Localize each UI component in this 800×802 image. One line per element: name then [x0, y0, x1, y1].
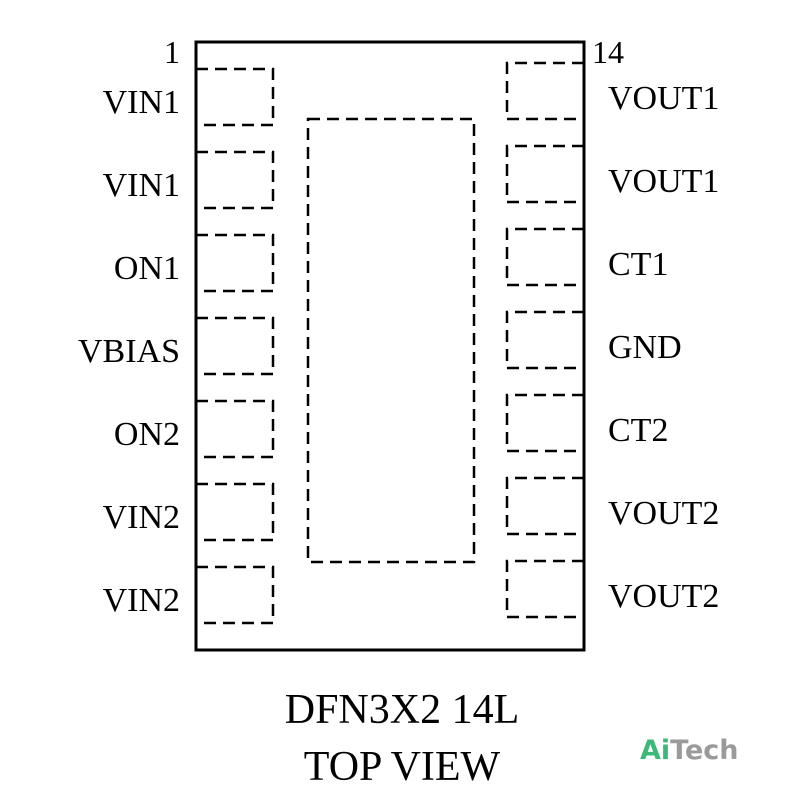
aitech-logo: AiTech	[640, 735, 739, 766]
pin-label-right: VOUT1	[608, 80, 719, 117]
left-pad	[196, 399, 275, 459]
right-pad	[505, 559, 584, 619]
left-pad	[196, 150, 275, 210]
right-pad	[505, 61, 584, 121]
package-name: DFN3X2 14L	[285, 687, 520, 733]
pin-14-marker: 14	[592, 34, 624, 70]
pin-label-left: VIN1	[103, 84, 180, 121]
pin-label-right: VOUT1	[608, 163, 719, 200]
right-pads	[505, 61, 584, 619]
right-pad	[505, 227, 584, 287]
pin-label-left: VIN2	[103, 582, 180, 619]
pin-1-marker: 1	[164, 34, 180, 70]
pin-label-right: CT2	[608, 412, 668, 449]
left-pad	[196, 316, 275, 376]
exposed-pad	[306, 117, 476, 564]
view-label: TOP VIEW	[304, 744, 501, 790]
pin-label-left: VIN1	[103, 167, 180, 204]
right-pad	[505, 476, 584, 536]
pin-label-left: ON2	[114, 416, 180, 453]
pin-label-right: VOUT2	[608, 578, 719, 615]
pin-label-right: GND	[608, 329, 682, 366]
left-pads	[196, 67, 275, 625]
right-pad	[505, 393, 584, 453]
right-pad	[505, 144, 584, 204]
pin-label-left: VIN2	[103, 499, 180, 536]
logo-ai: Ai	[640, 735, 671, 766]
left-pad	[196, 233, 275, 293]
pin-label-left: ON1	[114, 250, 180, 287]
left-pad	[196, 565, 275, 625]
logo-tech: Tech	[670, 735, 739, 766]
package-outline	[194, 40, 586, 652]
pin-label-right: CT1	[608, 246, 668, 283]
left-pad	[196, 67, 275, 127]
pin-label-left: VBIAS	[78, 333, 180, 370]
pin-label-right: VOUT2	[608, 495, 719, 532]
left-pad	[196, 482, 275, 542]
right-pad	[505, 310, 584, 370]
